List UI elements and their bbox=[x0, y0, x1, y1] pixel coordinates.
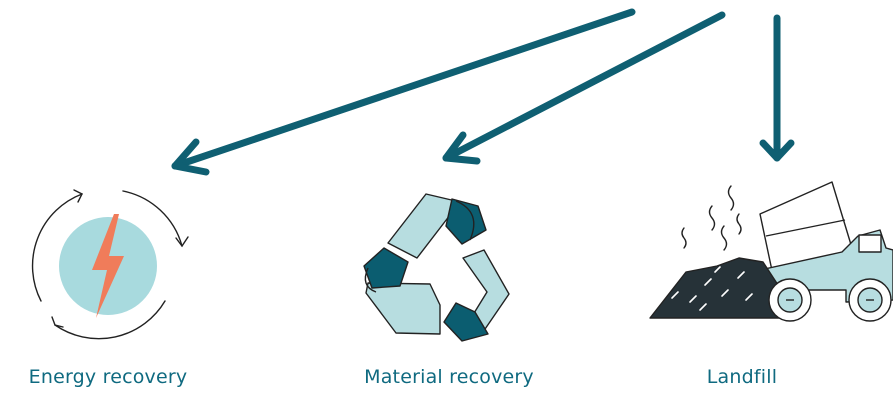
arrow-to-energy-recovery bbox=[171, 8, 636, 176]
arrow-to-material-recovery bbox=[442, 11, 726, 165]
dump-truck-icon bbox=[649, 181, 893, 322]
landfill-label: Landfill bbox=[706, 366, 778, 388]
material-recovery-label: Material recovery bbox=[364, 366, 534, 388]
energy-recovery-icon bbox=[31, 189, 189, 340]
energy-recovery-label: Energy recovery bbox=[28, 366, 188, 388]
steam-icon bbox=[681, 185, 742, 251]
lightning-bolt-icon bbox=[92, 214, 124, 318]
recycle-icon bbox=[363, 193, 510, 342]
arrow-to-landfill bbox=[759, 14, 795, 162]
